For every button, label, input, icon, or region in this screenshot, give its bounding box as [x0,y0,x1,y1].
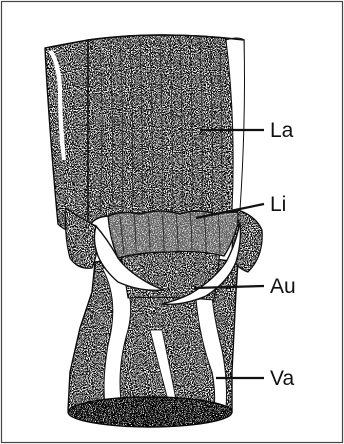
sheath-opening [68,397,232,427]
label-au: Au [270,275,296,298]
leaf-blade [45,35,245,232]
label-va: Va [270,367,294,390]
label-li: Li [270,193,286,216]
label-la: La [270,119,294,142]
ligule [108,211,238,258]
